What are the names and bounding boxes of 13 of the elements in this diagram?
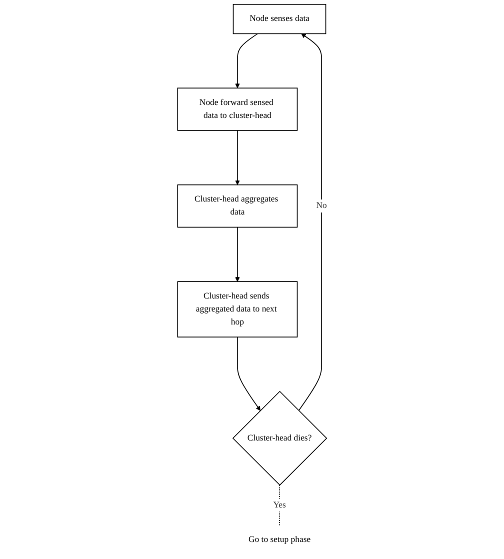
node-box: Cluster-head aggregates data: [176, 184, 298, 228]
edge-label: Yes: [272, 500, 286, 510]
arrow: [298, 33, 322, 412]
node-box: Node senses data: [232, 4, 326, 34]
arrow: [234, 130, 240, 186]
node-diamond: Cluster-head dies?: [232, 390, 327, 486]
node-box: Node forward sensed data to cluster-head: [176, 88, 298, 131]
node-text: Go to setup phase: [248, 535, 310, 544]
arrow: [236, 336, 260, 411]
arrow: [234, 33, 258, 88]
node-box: Cluster-head sends aggregated data to next hop: [176, 281, 298, 338]
edge-label: No: [316, 201, 327, 210]
arrow: [234, 226, 240, 282]
